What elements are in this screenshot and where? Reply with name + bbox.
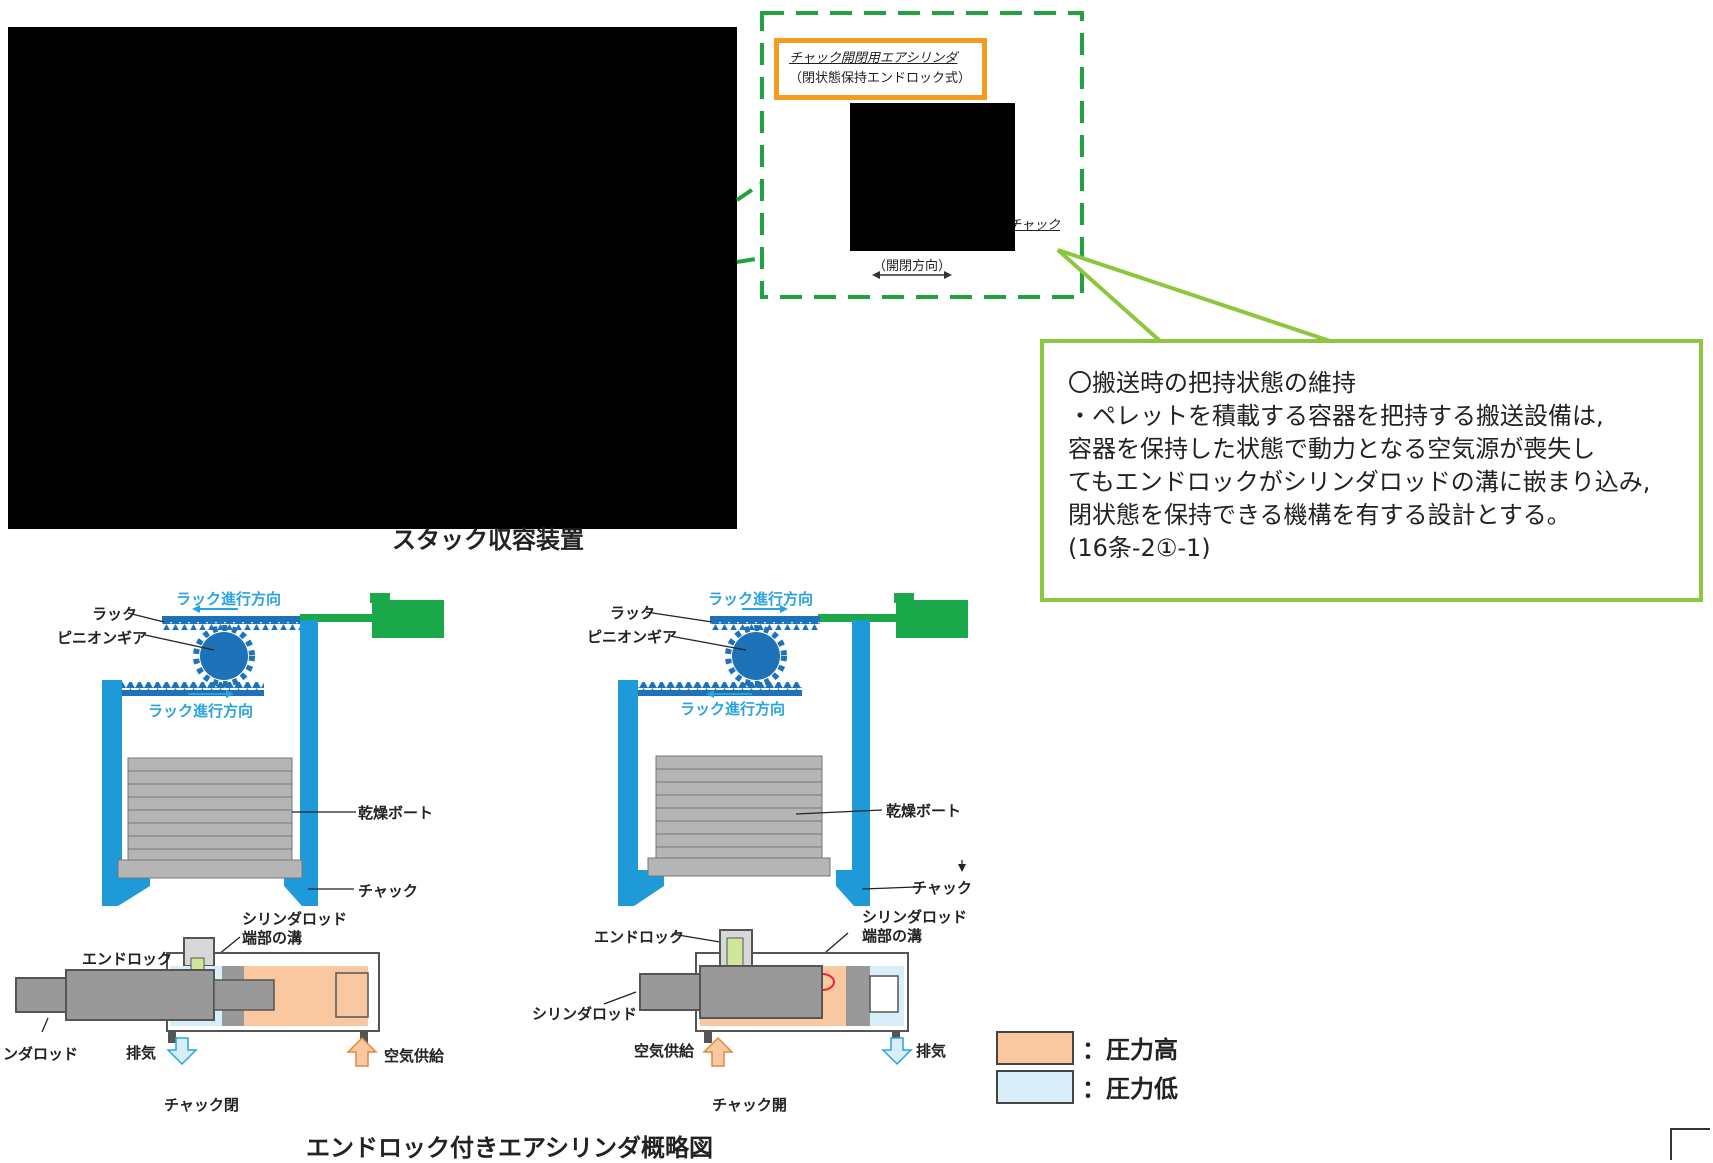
legend-high-swatch: [996, 1030, 1074, 1065]
right-end-lock-label: エンドロック: [594, 928, 685, 946]
left-stack-diagram: [15, 593, 444, 1067]
callout-line-1: 〇搬送時の把持状態の維持: [1068, 369, 1356, 397]
right-chuck-label: チャック: [912, 879, 972, 897]
redacted-stack-image: [8, 27, 737, 529]
right-boat-label: 乾燥ボート: [886, 802, 962, 820]
right-air-supply-label: 空気供給: [634, 1042, 695, 1060]
callout-line-2: ・ペレットを積載する容器を把持する搬送設備は,: [1068, 402, 1604, 430]
detail-direction-label: （開閉方向）: [873, 259, 952, 274]
stack-caption: スタック収容装置: [392, 526, 584, 554]
bottom-caption: エンドロック付きエアシリンダ概略図: [306, 1134, 714, 1162]
left-rack-label: ラック: [92, 605, 138, 623]
legend-high-label: ：圧力高: [1082, 1036, 1178, 1064]
detail-chuck-label: チャック: [1015, 218, 1060, 233]
left-rack-direction-bottom: ラック進行方向: [148, 702, 254, 720]
left-exhaust-label: 排気: [126, 1044, 157, 1062]
right-rack-direction-top: ラック進行方向: [708, 590, 814, 608]
legend-high: ：圧力高: [996, 1030, 1178, 1065]
left-chuck-label: チャック: [358, 882, 418, 900]
right-exhaust-label: 排気: [916, 1042, 947, 1060]
right-rod-groove-label: シリンダロッド 端部の溝: [862, 908, 968, 945]
left-pinion-label: ピニオンギア: [57, 629, 148, 647]
callout-line-4: てもエンドロックがシリンダロッドの溝に嵌まり込み,: [1068, 468, 1651, 496]
callout-box: 〇搬送時の把持状態の維持 ・ペレットを積載する容器を把持する搬送設備は, 容器を…: [1040, 339, 1703, 602]
left-state-label: チャック閉: [164, 1096, 239, 1114]
cylinder-label-line1: チャック開閉用エアシリンダ: [789, 51, 958, 66]
right-stack-diagram: [603, 593, 968, 1067]
right-state-label: チャック開: [712, 1096, 787, 1114]
left-rod-label: シリンダロッド: [0, 1045, 78, 1063]
redacted-detail-image: [850, 103, 1015, 251]
cylinder-label-box: チャック開閉用エアシリンダ （閉状態保持エンドロック式）: [774, 38, 987, 100]
left-air-supply-label: 空気供給: [384, 1047, 445, 1065]
cylinder-label-line2: （閉状態保持エンドロック式）: [789, 71, 972, 86]
page-number-box: [1670, 1128, 1710, 1160]
left-rod-groove-label: シリンダロッド 端部の溝: [242, 910, 348, 947]
legend-low-swatch: [996, 1069, 1074, 1104]
right-rack-label: ラック: [610, 604, 656, 622]
direction-arrow: [872, 271, 952, 279]
left-end-lock-label: エンドロック: [82, 950, 173, 968]
left-boat-label: 乾燥ボート: [358, 804, 434, 822]
callout-line-5: 閉状態を保持できる機構を有する設計とする。: [1068, 501, 1571, 529]
callout-line-6: (16条-2①-1): [1068, 534, 1211, 562]
right-pinion-label: ピニオンギア: [587, 628, 678, 646]
legend-low-label: ：圧力低: [1082, 1075, 1178, 1103]
legend-low: ：圧力低: [996, 1069, 1178, 1104]
left-rack-direction-top: ラック進行方向: [176, 590, 282, 608]
callout-line-3: 容器を保持した状態で動力となる空気源が喪失し: [1068, 435, 1596, 463]
right-rack-direction-bottom: ラック進行方向: [680, 700, 786, 718]
pressure-legend: ：圧力高 ：圧力低: [996, 1030, 1178, 1104]
right-rod-label: シリンダロッド: [532, 1005, 638, 1023]
